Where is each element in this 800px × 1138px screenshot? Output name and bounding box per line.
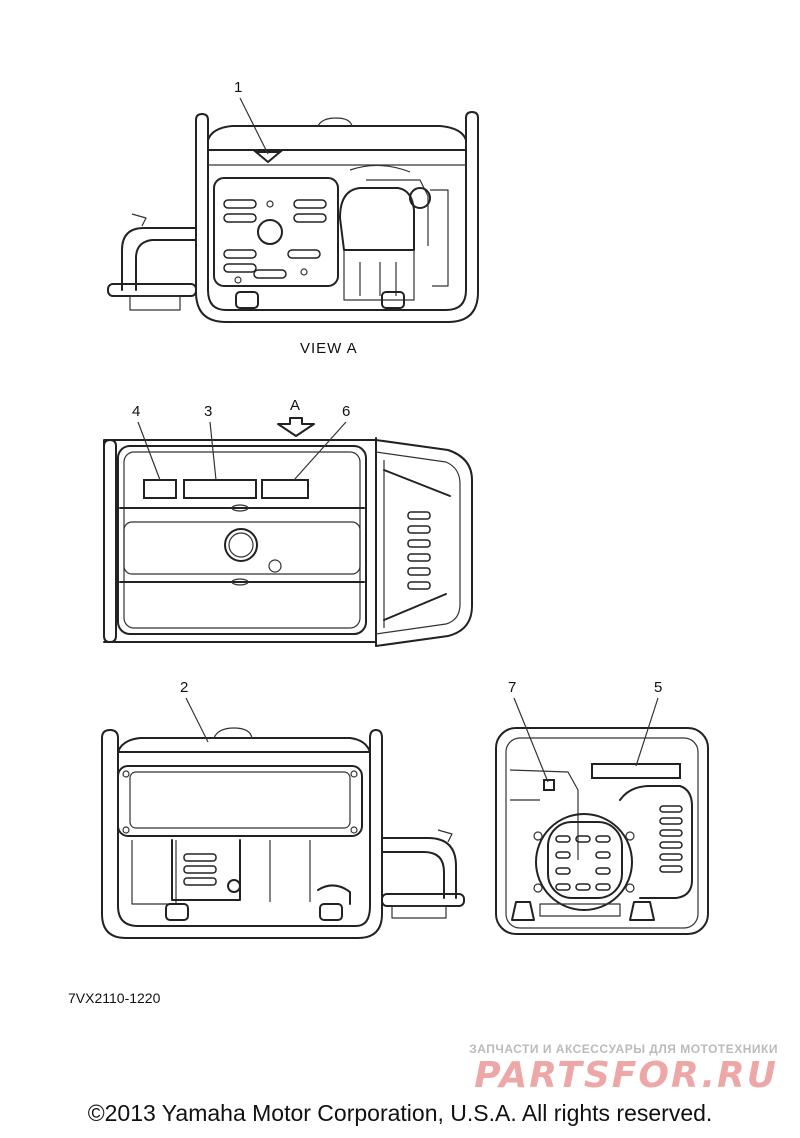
- view-a-arrow-label: A: [290, 397, 300, 414]
- top-view-drawing: A 4 3 6: [103, 397, 473, 647]
- watermark-brand: PARTSFOR.RU: [474, 1055, 778, 1096]
- part-code: 7VX2110-1220: [68, 990, 161, 1006]
- callout-5: 5: [654, 679, 662, 696]
- copyright-notice: ©2013 Yamaha Motor Corporation, U.S.A. A…: [87, 1100, 713, 1126]
- callout-6: 6: [342, 403, 350, 420]
- callout-1: 1: [234, 79, 242, 96]
- watermark-tagline: ЗАПЧАСТИ И АКСЕССУАРЫ ДЛЯ МОТОТЕХНИКИ: [469, 1042, 778, 1056]
- watermark: ЗАПЧАСТИ И АКСЕССУАРЫ ДЛЯ МОТОТЕХНИКИ PA…: [469, 1042, 778, 1096]
- view-a-drawing: 1 VIEW A: [107, 79, 479, 357]
- callout-4: 4: [132, 403, 140, 420]
- callout-2: 2: [180, 679, 188, 696]
- callout-7: 7: [508, 679, 516, 696]
- callout-3: 3: [204, 403, 212, 420]
- view-a-title: VIEW A: [300, 340, 358, 357]
- rear-view-drawing: 7 5: [495, 679, 709, 935]
- front-view-drawing: 2: [101, 679, 465, 939]
